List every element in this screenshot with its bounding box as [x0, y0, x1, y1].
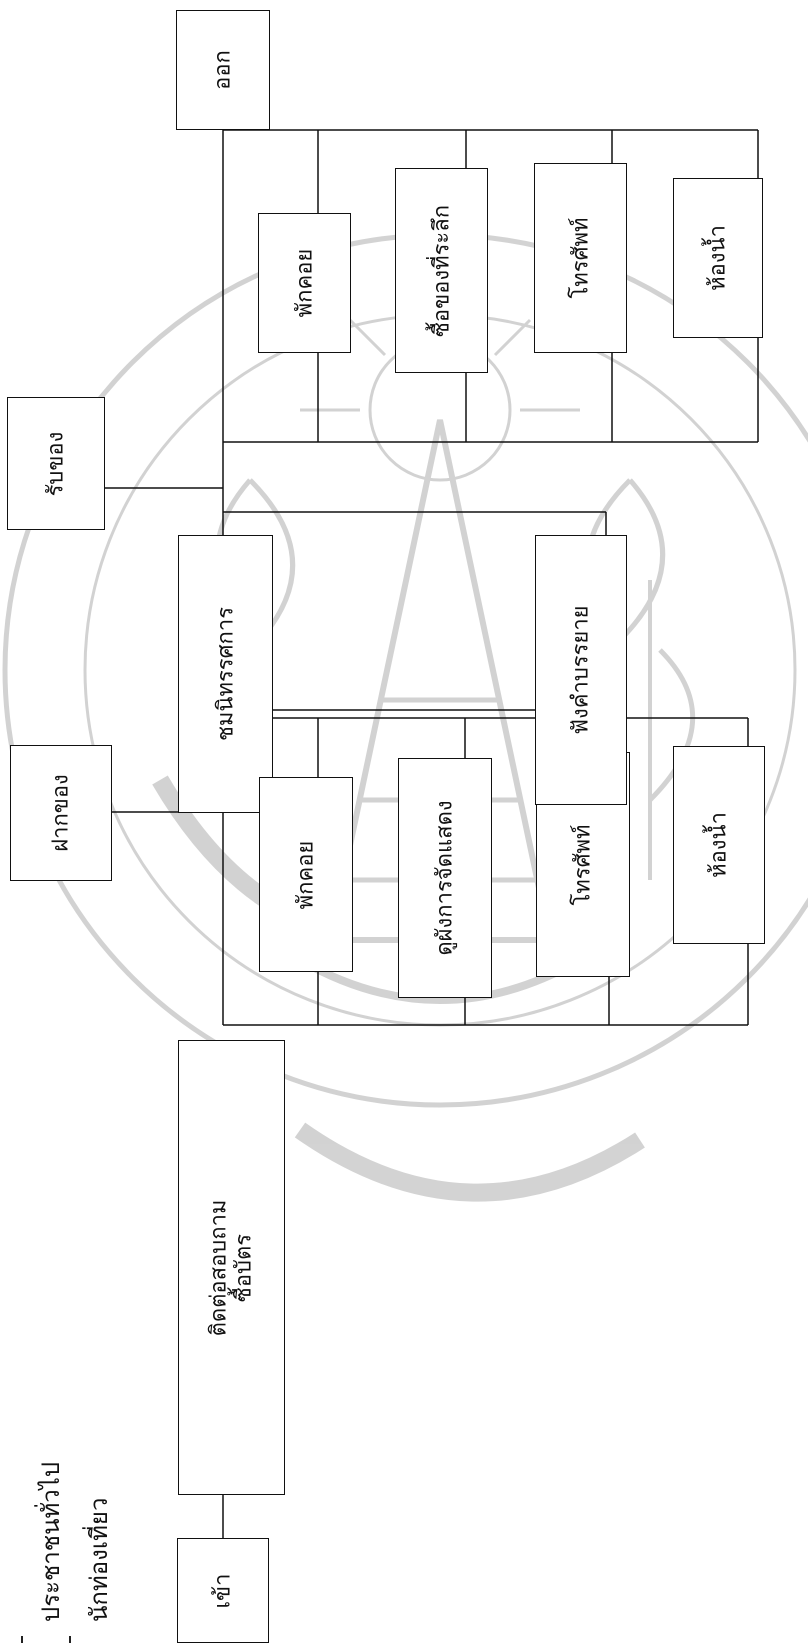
node-receive: รับของ [7, 397, 105, 530]
node-toilet-2: ห้องน้ำ [673, 178, 763, 338]
contact-label: ติดต่อสอบถาม [206, 1199, 231, 1336]
node-show-viewers: ดูผังการจัดแสดง [398, 758, 492, 998]
node-deposit: ฝากของ [10, 745, 112, 881]
legend-dash [69, 1636, 71, 1643]
node-contact-ticket: ติดต่อสอบถาม ซื้อบัตร [178, 1040, 285, 1495]
node-toilet-1: ห้องน้ำ [673, 746, 765, 944]
legend-dash [21, 1636, 23, 1643]
ticket-label: ซื้อบัตร [232, 1199, 257, 1336]
legend-item-tourist: นักท่องเที่ยว [79, 1498, 118, 1622]
node-phone-2: โทรศัพท์ [534, 163, 627, 353]
node-lecture: ฟังคำบรรยาย [535, 535, 627, 805]
node-rest-1: พักคอย [259, 777, 353, 972]
node-enter: เข้า [177, 1538, 269, 1643]
legend-item-public: ประชาชนทั่วไป [31, 1462, 70, 1622]
node-exit: ออก [176, 10, 270, 130]
node-exhibition: ชมนิทรรศการ [178, 535, 273, 813]
node-souvenir: ซื้อของที่ระลึก [395, 168, 488, 373]
node-rest-2: พักคอย [258, 213, 351, 353]
